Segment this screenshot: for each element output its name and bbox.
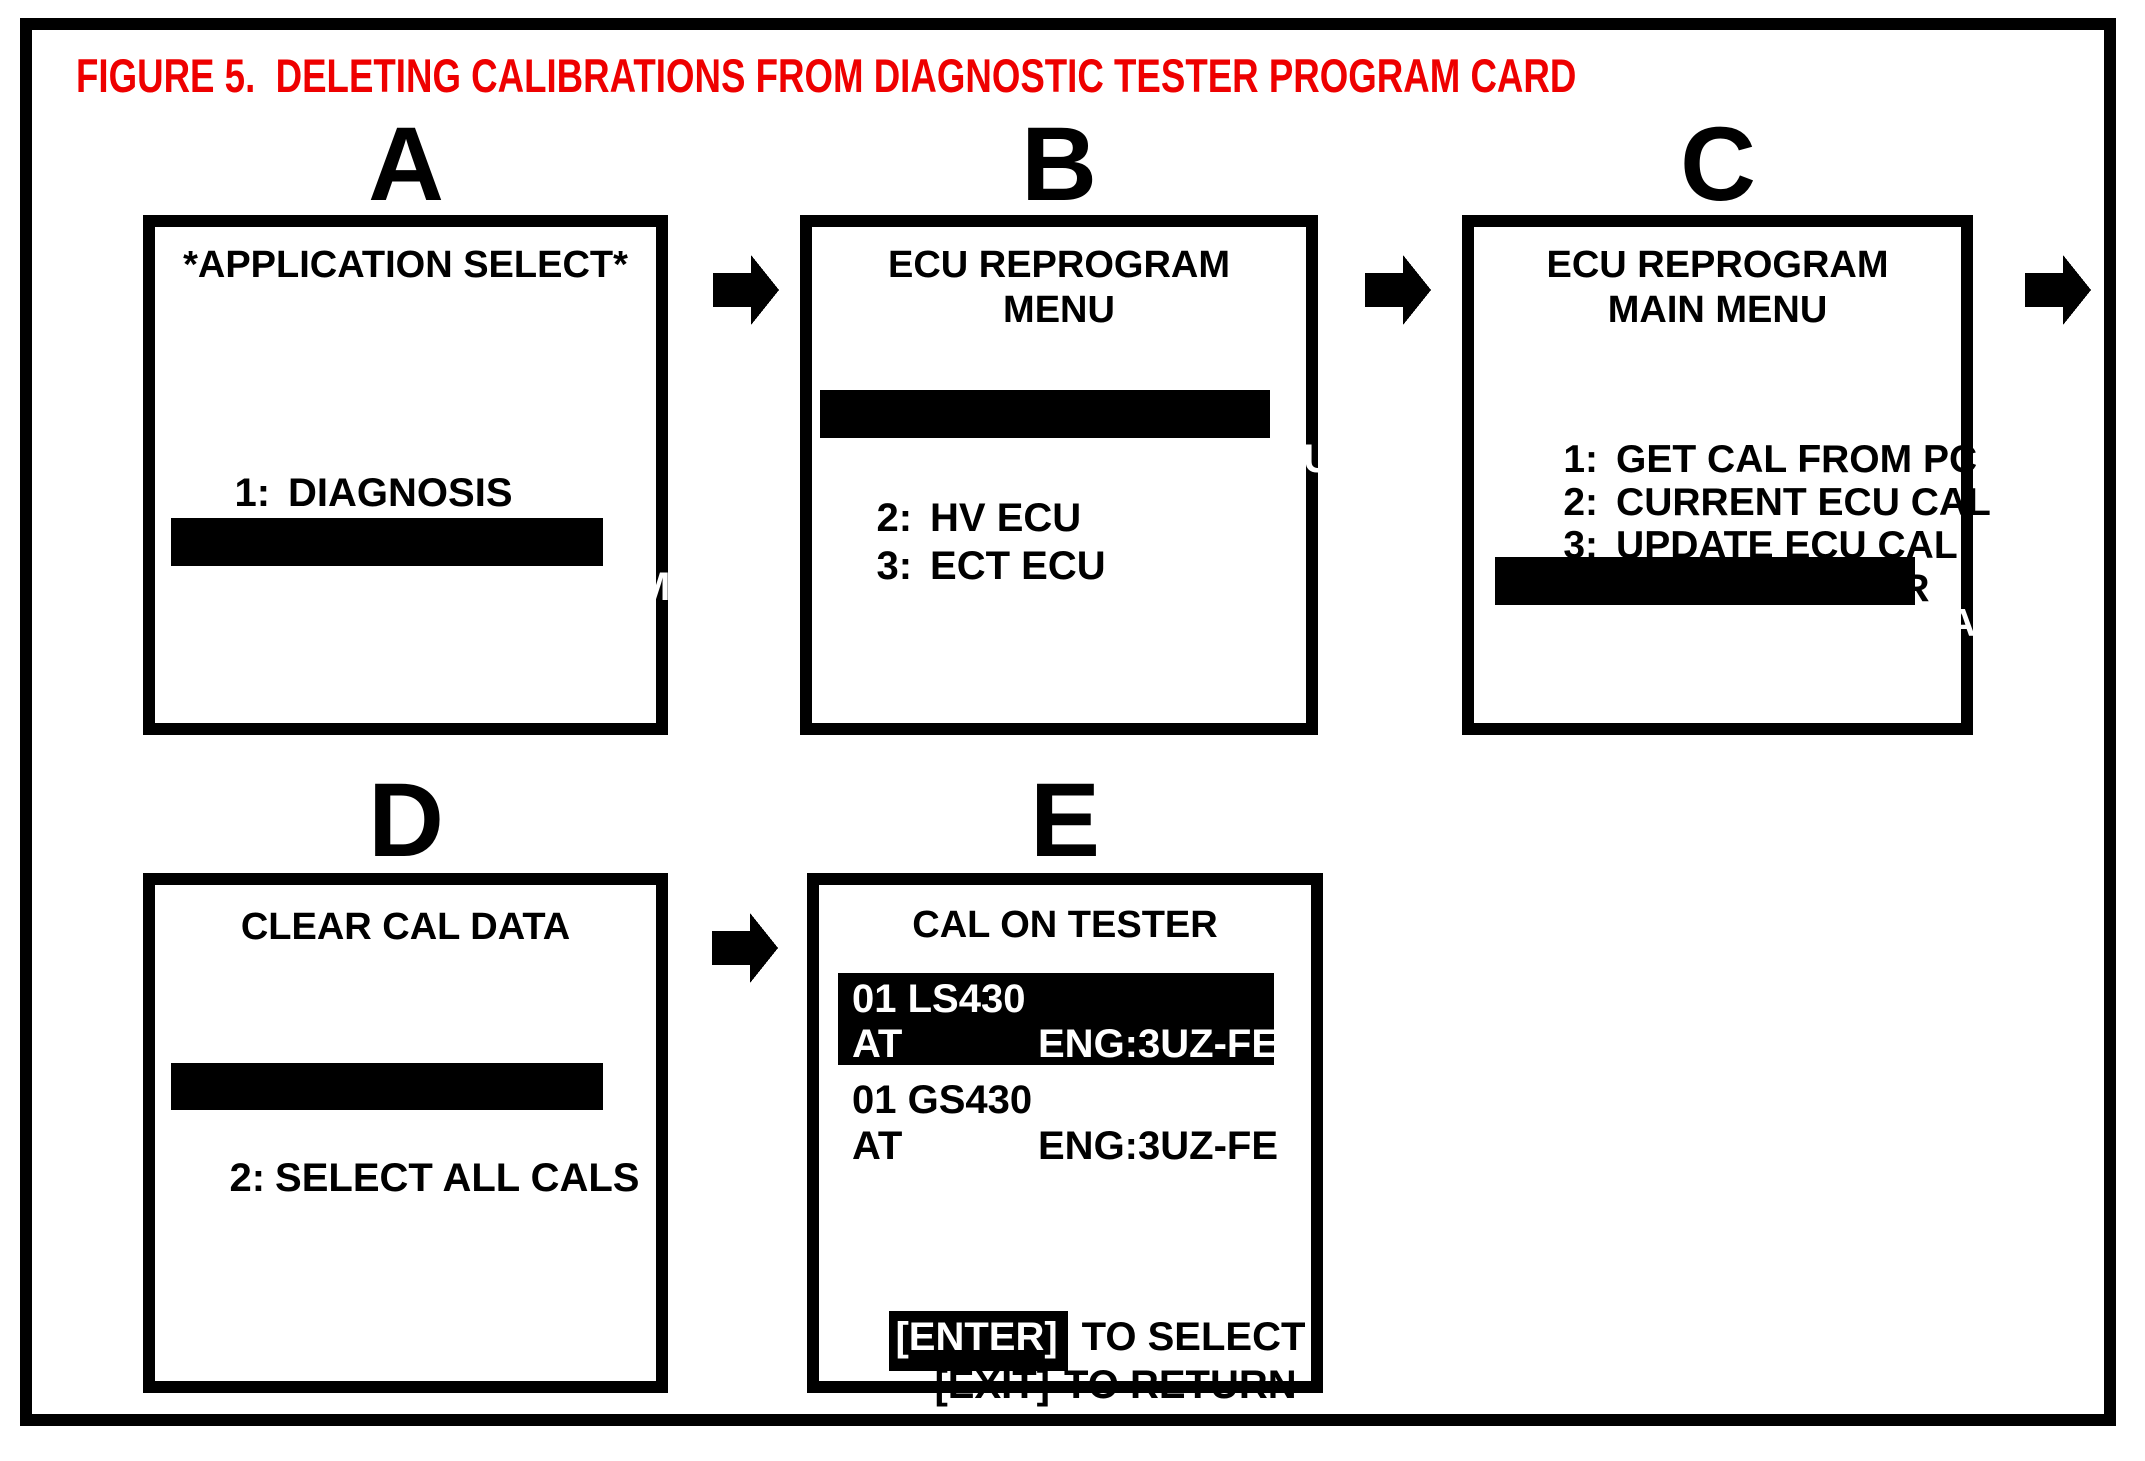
menu-item: 2:SELECT ALL CALS <box>185 1112 639 1244</box>
menu-item-highlighted: 1:SELECT ONE CAL <box>171 1063 646 1154</box>
menu-item-highlighted: 1: ENGINE & ECT ECU <box>820 390 1332 481</box>
screen-d-title: CLEAR CAL DATA <box>240 906 571 948</box>
cal-entry-model: 01 LS430 <box>852 977 1026 1021</box>
screen-a: *APPLICATION SELECT* 1:DIAGNOSIS 2:CUSTO… <box>143 215 670 735</box>
menu-item: 1: DIAGNOSIS <box>190 427 513 559</box>
menu-item-number: 1: <box>234 471 271 515</box>
menu-item-label: CLEAR CAL DATA <box>1637 601 1976 645</box>
screen-b-title-line2: MENU <box>1003 289 1115 331</box>
screen-e: CAL ON TESTER 01 LS430 AT ENG:3UZ-FE 01 … <box>807 873 1323 1407</box>
menu-item-number: 1: <box>251 1110 288 1154</box>
menu-item-label: HV ECU <box>930 496 1082 540</box>
menu-item-label: SELECT ONE CAL <box>297 1110 647 1154</box>
menu-item-text: 5: CLEAR CAL DATA <box>1520 560 1976 689</box>
menu-item-label: ECT ECU <box>930 544 1106 588</box>
menu-item: 3: ECT ECU <box>832 500 1106 632</box>
enter-action-label: TO SELECT <box>1081 1315 1306 1359</box>
arrow-d-to-e-icon <box>712 913 778 983</box>
screen-e-title: CAL ON TESTER <box>912 904 1218 946</box>
menu-item-label: DIAGNOSIS <box>288 471 513 515</box>
step-label-c: C <box>1680 106 1756 223</box>
exit-key-label: [EXIT] <box>934 1363 1050 1407</box>
screen-a-title: *APPLICATION SELECT* <box>183 244 628 286</box>
screen-b: ECU REPROGRAM MENU 1: ENGINE & ECT ECU 2:… <box>800 215 1332 735</box>
cal-entry-engine: ENG:3UZ-FE <box>1038 1124 1278 1168</box>
menu-item-number: 2: <box>229 1156 266 1200</box>
cal-entry-transmission: AT <box>852 1022 903 1066</box>
menu-item-label: ENGINE & ECT ECU <box>952 437 1333 481</box>
screen-c-title-line2: MAIN MENU <box>1607 289 1828 331</box>
screen-c: ECU REPROGRAM MAIN MENU 1: GET CAL FROM P… <box>1462 215 1991 735</box>
menu-item-text: 1:SELECT ONE CAL <box>185 1066 646 1198</box>
footer-enter-hint: [ENTER] TO SELECT <box>845 1271 1305 1403</box>
menu-item-number: 5: <box>1585 601 1620 645</box>
cal-entry-transmission: AT <box>852 1124 903 1168</box>
menu-item-label: ECU REPROGRAM <box>310 565 671 609</box>
step-label-a: A <box>368 106 444 223</box>
screen-d: CLEAR CAL DATA 1:SELECT ONE CAL 2:SELECT… <box>143 873 668 1393</box>
menu-item-label: UPDATE ECU CAL <box>1616 523 1958 567</box>
cal-entry-model: 01 GS430 <box>852 1078 1033 1122</box>
exit-action-label: TO RETURN <box>1064 1363 1297 1407</box>
arrow-c-continue-icon <box>2025 255 2091 325</box>
arrow-a-to-b-icon <box>713 255 779 325</box>
figure-title: FIGURE 5. DELETING CALIBRATIONS FROM DIA… <box>76 49 1577 102</box>
menu-item: 2: HV ECU <box>832 452 1081 584</box>
menu-item-number: 2: <box>876 496 913 540</box>
menu-item-number: 3: <box>256 565 293 609</box>
enter-key-label: [ENTER] <box>889 1311 1068 1371</box>
menu-item: 1: GET CAL FROM PC <box>1520 396 1977 525</box>
step-label-d: D <box>368 762 444 879</box>
menu-item-number: 1: <box>898 437 935 481</box>
step-label-b: B <box>1021 106 1097 223</box>
menu-item-highlighted: 3: ECU REPROGRAM <box>171 518 670 609</box>
menu-item-label: GET CAL FROM PC <box>1616 437 1978 481</box>
cal-entry-highlighted: 01 LS430 AT ENG:3UZ-FE <box>838 973 1278 1066</box>
arrow-b-to-c-icon <box>1365 255 1431 325</box>
menu-item-number: 3: <box>876 544 913 588</box>
menu-item-label: SELECT ALL CALS <box>275 1156 640 1200</box>
footer-exit-hint: [EXIT] TO RETURN <box>890 1319 1297 1451</box>
screen-b-title-line1: ECU REPROGRAM <box>887 244 1231 286</box>
menu-item-text: 3: ECU REPROGRAM <box>190 521 671 653</box>
menu-item-number: 1: <box>1563 437 1599 481</box>
menu-item: 2: CURRENT ECU CAL <box>1520 439 1991 568</box>
screen-c-title-line1: ECU REPROGRAM <box>1546 244 1889 286</box>
menu-item-label: CURRENT ECU CAL <box>1616 480 1991 524</box>
menu-item-text: 1: ENGINE & ECT ECU <box>832 393 1333 525</box>
cal-entry-engine: ENG:3UZ-FE <box>1038 1022 1278 1066</box>
menu-item-highlighted: 5: CLEAR CAL DATA <box>1495 557 1976 645</box>
menu-item-number: 2: <box>1563 480 1599 524</box>
step-label-e: E <box>1029 762 1101 879</box>
